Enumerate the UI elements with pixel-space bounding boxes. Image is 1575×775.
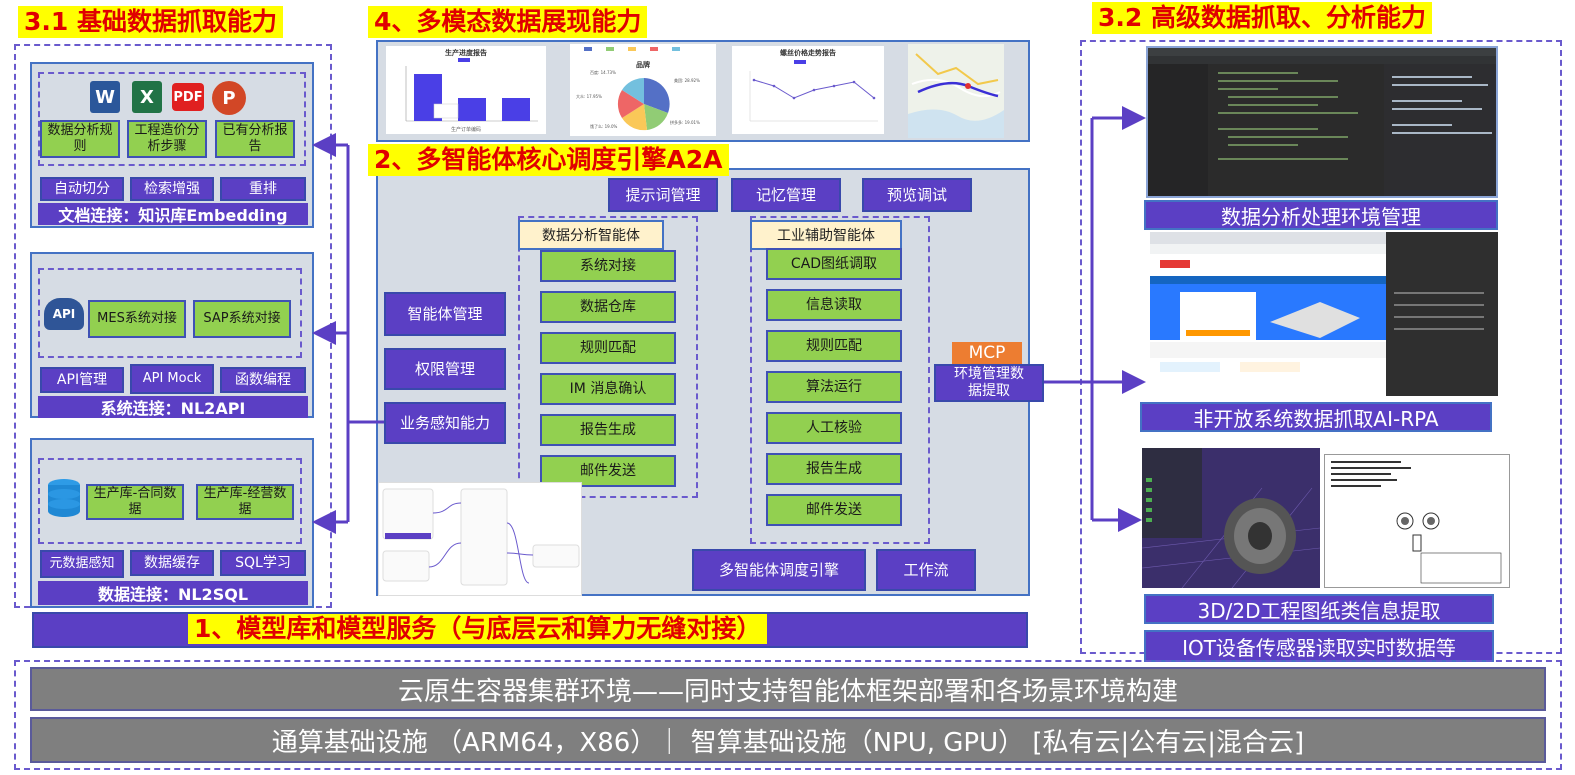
bar-chart-xlabel: 生产订单编码 (450, 127, 481, 133)
tool-function-programming: 函数编程 (220, 367, 306, 393)
industrial-agent-frame (750, 216, 930, 544)
sql-connection-panel (30, 438, 314, 608)
tool-rerank: 重排 (220, 177, 306, 201)
pie-label-pinduoduo: 拼多多: 19.01% (670, 120, 700, 125)
map-thumbnail (908, 44, 1004, 138)
mcp-env-data-extraction[interactable]: 环境管理数据提取 (934, 364, 1044, 402)
line-chart-thumbnail: 螺丝价格走势报告 (732, 46, 884, 134)
agent1-item-im-confirm: IM 消息确认 (540, 373, 676, 405)
advanced-capability-title: 3.2 高级数据抓取、分析能力 (1092, 2, 1432, 34)
cad-3d-screenshot (1142, 448, 1320, 588)
pie-label-eleme: 饿了么: 19.0% (590, 124, 618, 129)
sql-inner-frame (38, 458, 302, 544)
agent1-item-email-sending: 邮件发送 (540, 455, 676, 487)
api-inner-frame (38, 268, 302, 358)
model-service-title: 1、模型库和模型服务（与底层云和算力无缝对接） (188, 614, 768, 644)
agent2-item-report-generation: 报告生成 (766, 453, 902, 485)
doc-connection-footer: 文档连接：知识库Embedding (38, 203, 308, 225)
agent2-item-rule-matching: 规则匹配 (766, 330, 902, 362)
powerpoint-icon: P (212, 81, 246, 115)
compute-infrastructure-bar: 通算基础设施 （ARM64，X86）｜ 智算基础设施（NPU, GPU） [私有… (30, 717, 1546, 763)
api-box-sap: SAP系统对接 (193, 300, 291, 338)
caption-3d-2d-extraction: 3D/2D工程图纸类信息提取 (1144, 594, 1494, 624)
mcp-label: MCP (952, 342, 1022, 364)
api-box-mes: MES系统对接 (88, 300, 186, 338)
agent1-item-report-generation: 报告生成 (540, 414, 676, 446)
preview-debug-button[interactable]: 预览调试 (862, 178, 972, 212)
agent-management-button[interactable]: 智能体管理 (384, 292, 506, 336)
agent2-item-cad-retrieval: CAD图纸调取 (766, 248, 902, 280)
doc-box-cost-steps: 工程造价分析步骤 (127, 120, 207, 158)
memory-management-button[interactable]: 记忆管理 (731, 178, 841, 212)
pie-chart-thumbnail: 品牌 美团: 28.92% 百度: 14.73% 大众: 17.95% 饿了么:… (570, 44, 716, 136)
excel-icon: X (132, 81, 162, 113)
industrial-agent-title: 工业辅助智能体 (750, 220, 902, 250)
workflow-canvas-thumbnail (378, 482, 582, 596)
basic-capability-title: 3.1 基础数据抓取能力 (18, 6, 283, 38)
pie-label-dazhong: 大众: 17.95% (576, 94, 602, 99)
agent2-item-email-sending: 邮件发送 (766, 494, 902, 526)
multi-agent-engine-button[interactable]: 多智能体调度引擎 (692, 549, 866, 591)
tool-sql-learning: SQL学习 (220, 550, 306, 576)
bar-chart-thumbnail: 生产进度报告 生产订单编码 (386, 46, 546, 134)
bar-chart-title: 生产进度报告 (445, 49, 487, 57)
pie-label-meituan: 美团: 28.92% (674, 78, 700, 83)
prompt-management-button[interactable]: 提示词管理 (608, 178, 718, 212)
agent1-item-data-warehouse: 数据仓库 (540, 291, 676, 323)
doc-box-existing-reports: 已有分析报告 (215, 120, 295, 158)
api-cloud-icon: API (44, 298, 84, 330)
api-icon-label: API (52, 307, 76, 321)
data-analysis-agent-title: 数据分析智能体 (518, 220, 664, 250)
word-icon: W (90, 81, 120, 113)
doc-inner-frame (38, 72, 306, 166)
ide-screenshot (1146, 46, 1498, 198)
pie-chart-title: 品牌 (636, 61, 650, 69)
agent1-item-system-integration: 系统对接 (540, 250, 676, 282)
cloud-native-cluster-bar: 云原生容器集群环境——同时支持智能体框架部署和各场景环境构建 (30, 667, 1546, 711)
pie-label-baidu: 百度: 14.73% (590, 70, 616, 75)
caption-data-analysis-env: 数据分析处理环境管理 (1144, 200, 1498, 230)
workflow-button[interactable]: 工作流 (876, 549, 976, 591)
agent2-item-manual-review: 人工核验 (766, 412, 902, 444)
business-awareness-button[interactable]: 业务感知能力 (384, 402, 506, 444)
database-icon (46, 478, 82, 518)
tool-api-mock: API Mock (130, 364, 214, 394)
sql-box-contract-data: 生产库-合同数据 (86, 484, 184, 520)
a2a-title: 2、多智能体核心调度引擎A2A (368, 144, 729, 176)
agent2-item-algorithm-run: 算法运行 (766, 371, 902, 403)
line-chart-title: 螺丝价格走势报告 (780, 49, 836, 57)
tool-api-management: API管理 (40, 367, 124, 393)
multimodal-title: 4、多模态数据展现能力 (368, 6, 648, 38)
api-connection-footer: 系统连接：NL2API (38, 396, 308, 418)
tool-retrieval-augment: 检索增强 (130, 177, 214, 201)
caption-rpa: 非开放系统数据抓取AI-RPA (1140, 402, 1492, 432)
cad-2d-drawing (1324, 454, 1510, 588)
agent1-item-rule-matching: 规则匹配 (540, 332, 676, 364)
tool-auto-split: 自动切分 (40, 177, 124, 201)
data-analysis-agent-frame (518, 216, 698, 498)
tool-metadata-aware: 元数据感知 (40, 550, 124, 578)
agent2-item-info-reading: 信息读取 (766, 289, 902, 321)
permission-management-button[interactable]: 权限管理 (384, 348, 506, 390)
doc-box-analysis-rules: 数据分析规则 (40, 120, 120, 158)
infrastructure-frame (14, 660, 1562, 770)
sql-box-business-data: 生产库-经营数据 (196, 484, 294, 520)
caption-iot-sensors: IOT设备传感器读取实时数据等 (1144, 630, 1494, 662)
rpa-browser-screenshot (1150, 232, 1498, 396)
pdf-icon: PDF (172, 83, 204, 111)
tool-data-cache: 数据缓存 (130, 550, 214, 576)
sql-connection-footer: 数据连接：NL2SQL (38, 581, 308, 605)
